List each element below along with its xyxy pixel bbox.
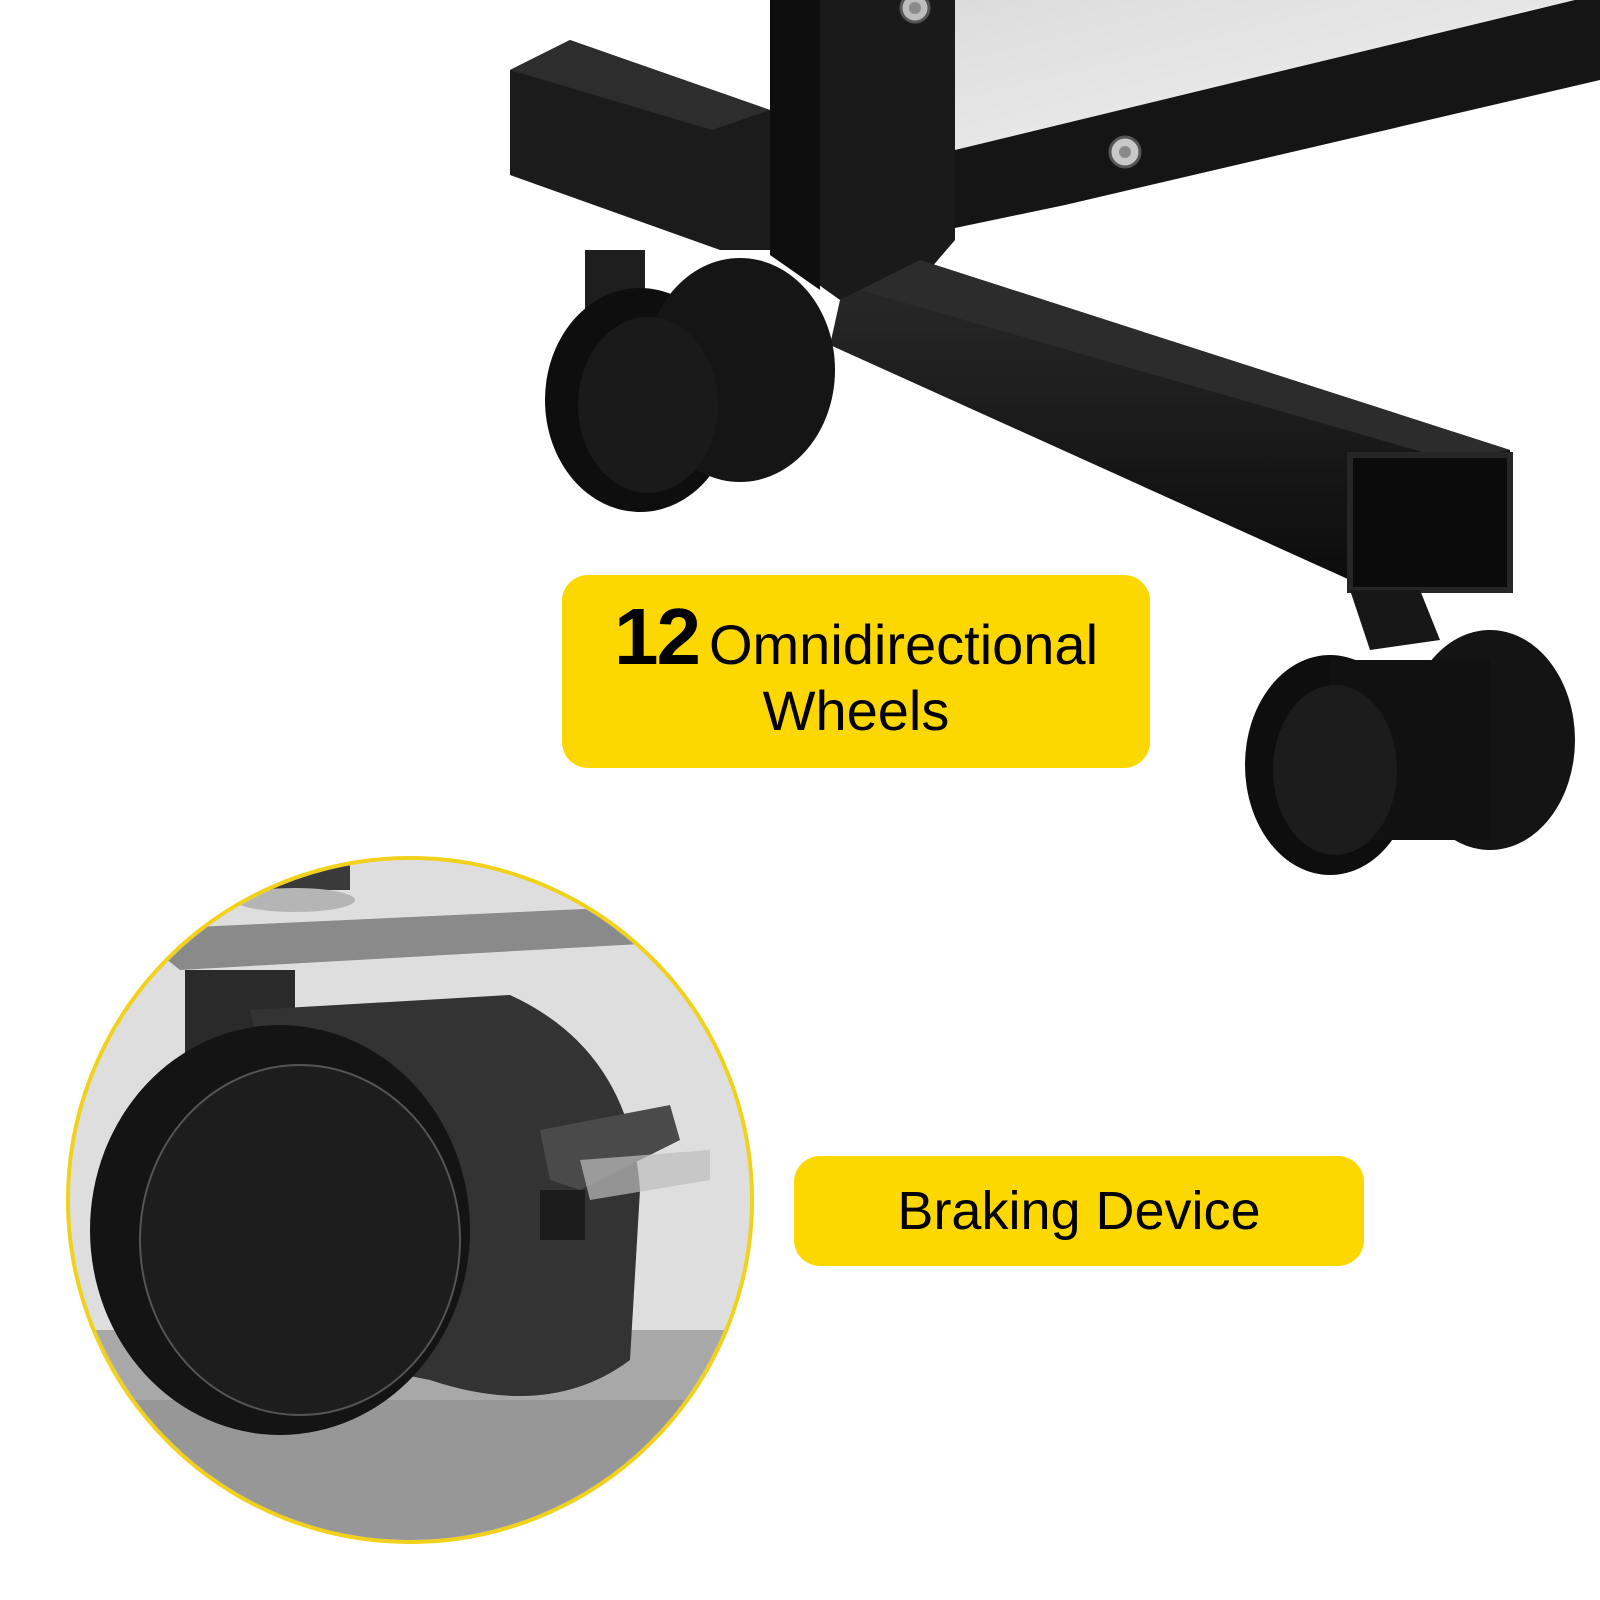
base-leg-front (830, 260, 1510, 585)
wheels-label: Wheels (762, 679, 950, 742)
frame-rail-top (955, 0, 1600, 228)
caster-front (1245, 590, 1575, 875)
brake-lever (540, 1105, 680, 1190)
brake-detail-inset (66, 856, 754, 1544)
caster-closeup-illustration (70, 860, 750, 1540)
brake-label: Braking Device (897, 1181, 1261, 1241)
caster-back (545, 250, 835, 512)
wheel-type: Omnidirectional (708, 613, 1099, 676)
mounting-plate (130, 905, 710, 970)
wheel-count: 12 (613, 592, 701, 681)
leg-end-cap (1347, 452, 1513, 593)
brake-callout: Braking Device (794, 1156, 1364, 1266)
